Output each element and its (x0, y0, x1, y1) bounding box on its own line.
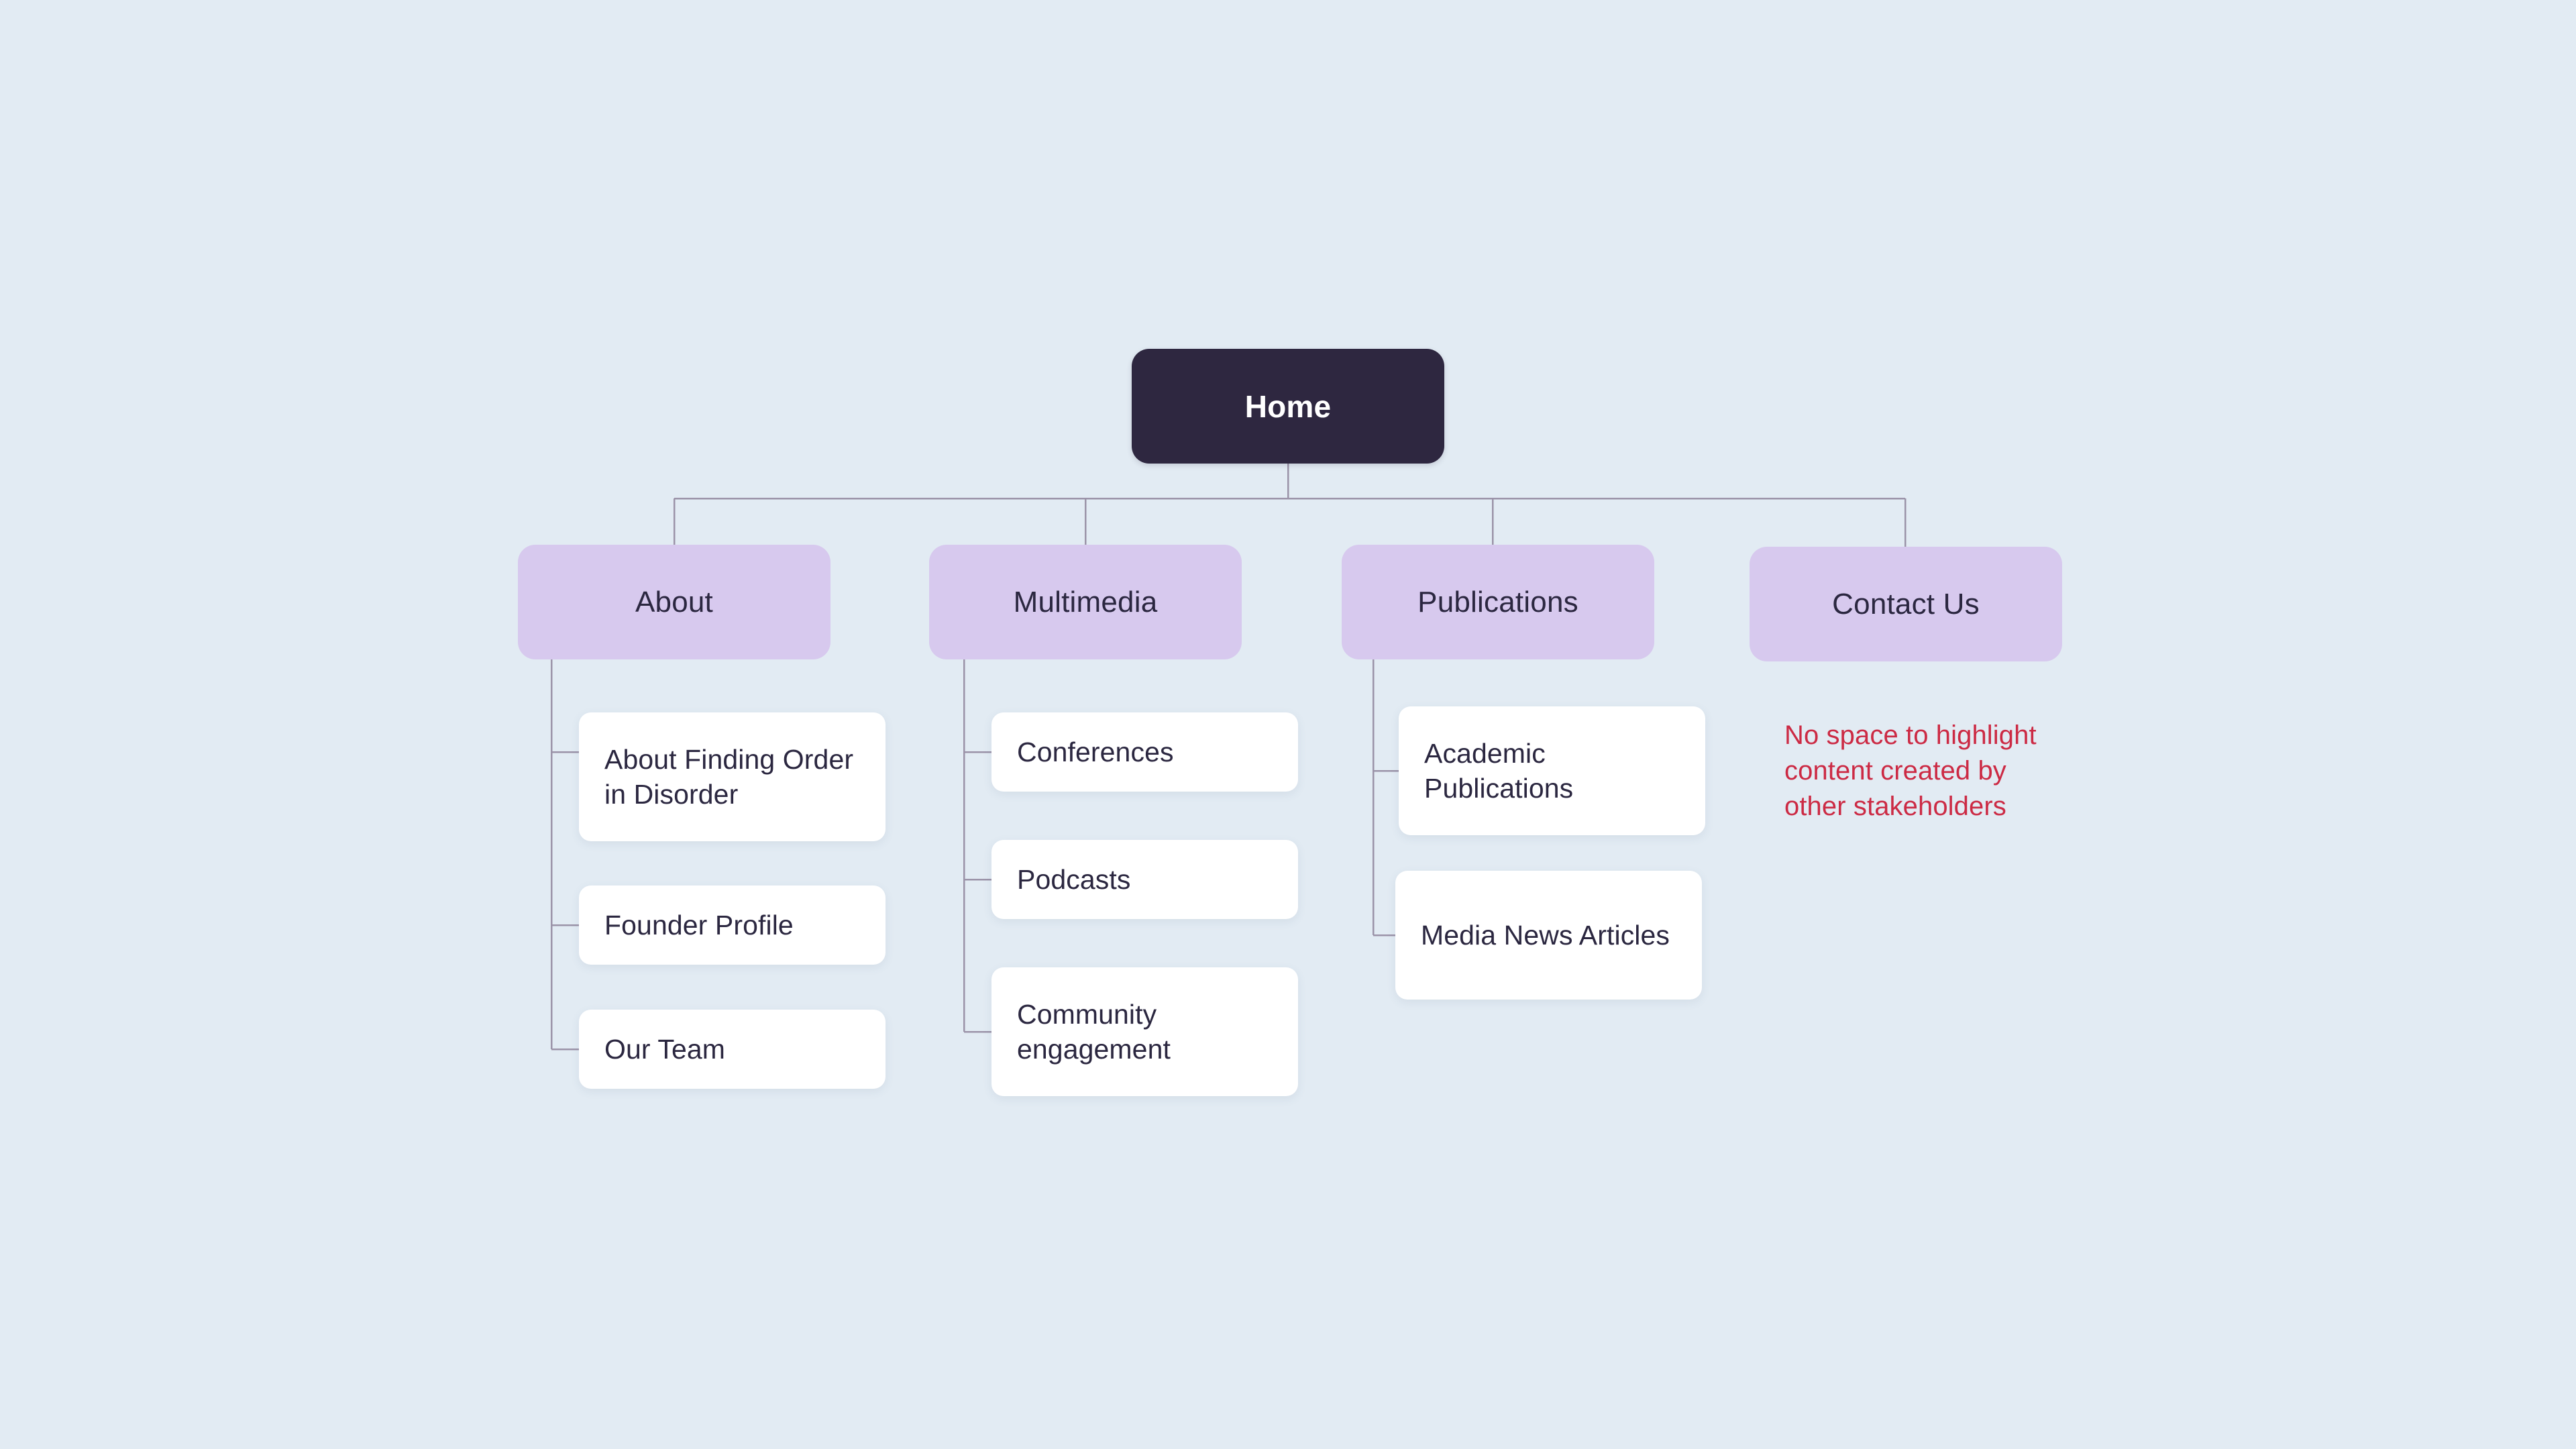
node-about-finding-order-in-disorder[interactable]: About Finding Order in Disorder (579, 712, 885, 841)
node-home[interactable]: Home (1132, 349, 1444, 464)
node-publications-label: Publications (1417, 585, 1578, 619)
node-podcasts[interactable]: Podcasts (991, 840, 1298, 919)
leaf-label: Community engagement (1017, 998, 1171, 1065)
node-publications[interactable]: Publications (1342, 545, 1654, 659)
node-multimedia[interactable]: Multimedia (929, 545, 1242, 659)
node-contact-us-label: Contact Us (1832, 587, 1980, 621)
leaf-label: Our Team (604, 1033, 726, 1065)
node-community-engagement[interactable]: Community engagement (991, 967, 1298, 1096)
node-our-team[interactable]: Our Team (579, 1010, 885, 1089)
node-home-label: Home (1244, 388, 1332, 424)
node-about[interactable]: About (518, 545, 830, 659)
node-founder-profile[interactable]: Founder Profile (579, 885, 885, 965)
leaf-label: Media News Articles (1421, 919, 1670, 951)
annotation-note: No space to highlight content created by… (1784, 720, 2037, 822)
node-contact-us[interactable]: Contact Us (1750, 547, 2062, 661)
node-media-news-articles[interactable]: Media News Articles (1395, 871, 1702, 1000)
node-academic-publications[interactable]: Academic Publications (1399, 706, 1705, 835)
node-conferences[interactable]: Conferences (991, 712, 1298, 792)
leaf-label: Conferences (1017, 736, 1174, 767)
leaf-label: Podcasts (1017, 863, 1131, 895)
node-about-label: About (635, 585, 713, 619)
leaf-label: About Finding Order in Disorder (604, 743, 854, 810)
leaf-label: Academic Publications (1424, 737, 1574, 804)
leaf-label: Founder Profile (604, 909, 794, 941)
node-multimedia-label: Multimedia (1013, 585, 1158, 619)
